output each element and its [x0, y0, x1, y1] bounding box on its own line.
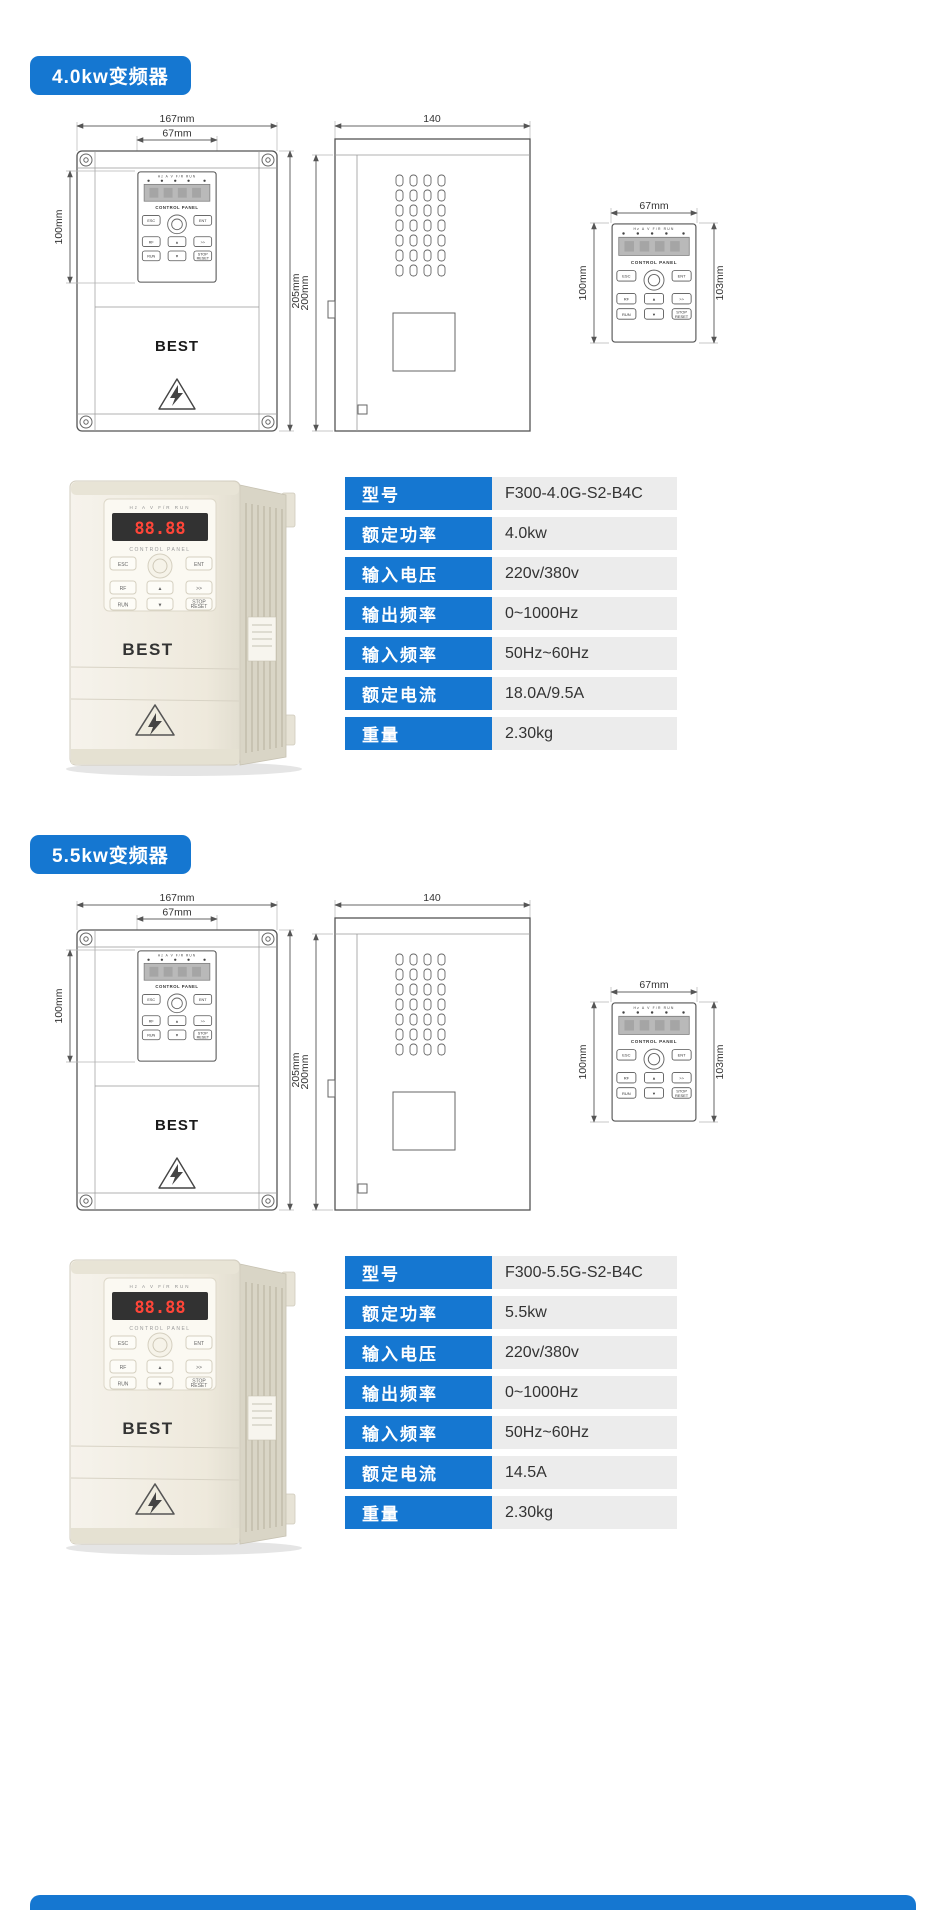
spec-label: 重量 — [345, 717, 492, 750]
spec-value: 2.30kg — [492, 717, 677, 750]
spec-label: 输入电压 — [345, 557, 492, 590]
front-view — [52, 111, 302, 443]
spec-label: 额定电流 — [345, 677, 492, 710]
spec-row-input-voltage: 输入电压 220v/380v — [345, 1336, 677, 1369]
product-photo — [48, 1248, 328, 1558]
spec-table: 型号 F300-4.0G-S2-B4C 额定功率 4.0kw 输入电压 220v… — [345, 477, 677, 757]
spec-row-output-frequency: 输出频率 0~1000Hz — [345, 1376, 677, 1409]
section-5-5kw: 5.5kw变频器 型号 F300-5.5G-S2-B4C 额定功率 5.5kw … — [0, 791, 946, 1570]
spec-row-weight: 重量 2.30kg — [345, 1496, 677, 1529]
bottom-accent-bar — [30, 1895, 916, 1910]
section-badge: 5.5kw变频器 — [30, 835, 191, 874]
spec-value: 0~1000Hz — [492, 1376, 677, 1409]
section-badge: 4.0kw变频器 — [30, 56, 191, 95]
spec-row-weight: 重量 2.30kg — [345, 717, 677, 750]
dimension-drawings — [0, 111, 946, 451]
spec-value: 220v/380v — [492, 1336, 677, 1369]
spec-row-input-frequency: 输入频率 50Hz~60Hz — [345, 637, 677, 670]
spec-label: 额定功率 — [345, 1296, 492, 1329]
spec-value: 18.0A/9.5A — [492, 677, 677, 710]
spec-row-rated-current: 额定电流 18.0A/9.5A — [345, 677, 677, 710]
spec-row-rated-power: 额定功率 4.0kw — [345, 517, 677, 550]
product-block: 型号 F300-5.5G-S2-B4C 额定功率 5.5kw 输入电压 220v… — [0, 1248, 946, 1570]
side-view — [300, 111, 550, 443]
spec-label: 输入频率 — [345, 1416, 492, 1449]
spec-row-rated-current: 额定电流 14.5A — [345, 1456, 677, 1489]
keypad-view — [578, 199, 730, 371]
spec-label: 输出频率 — [345, 597, 492, 630]
spec-row-input-frequency: 输入频率 50Hz~60Hz — [345, 1416, 677, 1449]
product-block: 型号 F300-4.0G-S2-B4C 额定功率 4.0kw 输入电压 220v… — [0, 469, 946, 791]
spec-label: 型号 — [345, 1256, 492, 1289]
spec-value: F300-5.5G-S2-B4C — [492, 1256, 677, 1289]
spec-label: 额定功率 — [345, 517, 492, 550]
front-view — [52, 890, 302, 1222]
spec-value: 2.30kg — [492, 1496, 677, 1529]
spec-row-model: 型号 F300-4.0G-S2-B4C — [345, 477, 677, 510]
spec-row-output-frequency: 输出频率 0~1000Hz — [345, 597, 677, 630]
spec-label: 型号 — [345, 477, 492, 510]
spec-value: 50Hz~60Hz — [492, 637, 677, 670]
spec-label: 输入频率 — [345, 637, 492, 670]
spec-value: 4.0kw — [492, 517, 677, 550]
spec-label: 额定电流 — [345, 1456, 492, 1489]
spec-value: 50Hz~60Hz — [492, 1416, 677, 1449]
side-view — [300, 890, 550, 1222]
spec-label: 输入电压 — [345, 1336, 492, 1369]
spec-label: 输出频率 — [345, 1376, 492, 1409]
spec-row-input-voltage: 输入电压 220v/380v — [345, 557, 677, 590]
product-photo — [48, 469, 328, 779]
spec-value: 5.5kw — [492, 1296, 677, 1329]
spec-value: F300-4.0G-S2-B4C — [492, 477, 677, 510]
dimension-drawings — [0, 890, 946, 1230]
spec-table: 型号 F300-5.5G-S2-B4C 额定功率 5.5kw 输入电压 220v… — [345, 1256, 677, 1536]
spec-row-rated-power: 额定功率 5.5kw — [345, 1296, 677, 1329]
spec-label: 重量 — [345, 1496, 492, 1529]
section-4kw: 4.0kw变频器 型号 F300-4.0G-S2-B4C 额定功率 4.0kw … — [0, 0, 946, 791]
spec-value: 14.5A — [492, 1456, 677, 1489]
keypad-view — [578, 978, 730, 1150]
spec-value: 220v/380v — [492, 557, 677, 590]
spec-row-model: 型号 F300-5.5G-S2-B4C — [345, 1256, 677, 1289]
spec-value: 0~1000Hz — [492, 597, 677, 630]
